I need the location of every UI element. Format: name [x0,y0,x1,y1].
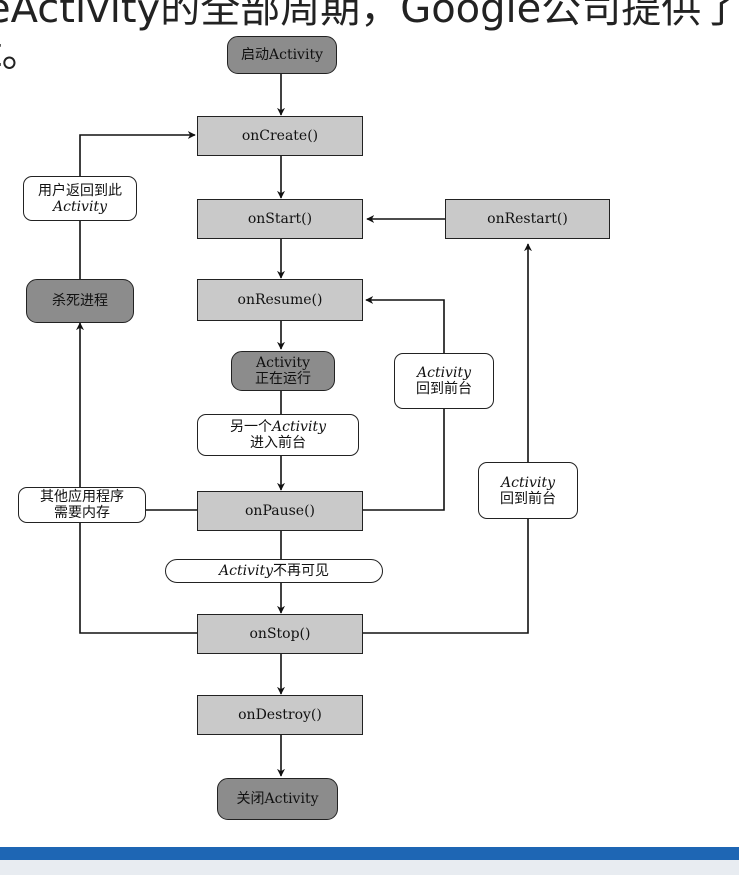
edge-stop-restart [363,243,532,634]
on-start-label: onStart() [247,211,313,227]
memory-line-2: 需要内存 [54,505,110,521]
foreground-a-line-1: Activity [417,365,471,381]
note-activity-invisible: Activity不再可见 [165,559,383,583]
running-line-1: Activity [256,355,310,371]
method-on-resume: onResume() [197,279,363,321]
note-back-to-foreground-b: Activity 回到前台 [478,462,578,519]
invisible-label: Activity不再可见 [219,563,329,579]
method-on-create: onCreate() [197,116,363,156]
user-return-line-2: Activity [53,198,107,215]
header-line-2: t。 [0,30,42,76]
note-memory-needed: 其他应用程序 需要内存 [18,487,146,523]
on-stop-label: onStop() [249,626,311,642]
other-activity-line-1: 另一个Activity [230,419,326,435]
memory-line-1: 其他应用程序 [40,489,124,505]
method-on-stop: onStop() [197,614,363,654]
node-shutdown-label: 关闭Activity [236,791,319,807]
other-activity-line-2: 进入前台 [250,435,306,451]
invisible-em: Activity [219,563,273,579]
node-activity-running: Activity 正在运行 [231,351,335,391]
invisible-rest: 不再可见 [272,563,329,579]
header-text: eActivity的全部周期，Google公司提供了Ac t。 [0,0,739,78]
on-restart-label: onRestart() [487,211,568,227]
note-user-return: 用户返回到此 Activity [23,176,137,221]
edge-stop-kill [76,322,197,634]
foreground-b-line-2: 回到前台 [500,490,556,507]
node-shutdown-activity: 关闭Activity [217,778,338,820]
user-return-line-1: 用户返回到此 [38,182,122,199]
header-line-1: eActivity的全部周期，Google公司提供了Ac [0,0,739,32]
on-create-label: onCreate() [241,128,319,144]
other-activity-em: Activity [272,419,326,435]
note-other-activity-foreground: 另一个Activity 进入前台 [197,414,359,456]
method-on-restart: onRestart() [445,199,610,239]
node-kill-process: 杀死进程 [26,279,134,323]
foreground-b-line-1: Activity [501,474,555,491]
bottom-gray-bar [0,860,739,875]
node-start-label: 启动Activity [241,47,323,63]
node-kill-label: 杀死进程 [52,293,108,309]
node-start-activity: 启动Activity [227,36,337,74]
method-on-destroy: onDestroy() [197,695,363,735]
running-line-2: 正在运行 [255,371,311,387]
on-pause-label: onPause() [245,503,315,519]
note-back-to-foreground-a: Activity 回到前台 [394,353,494,409]
bottom-accent-bar [0,847,739,860]
foreground-a-line-2: 回到前台 [416,381,472,397]
on-resume-label: onResume() [237,292,323,308]
edge-note-create [79,131,196,176]
on-destroy-label: onDestroy() [238,707,322,723]
other-activity-pre: 另一个 [230,419,272,435]
method-on-pause: onPause() [197,491,363,531]
method-on-start: onStart() [197,199,363,239]
